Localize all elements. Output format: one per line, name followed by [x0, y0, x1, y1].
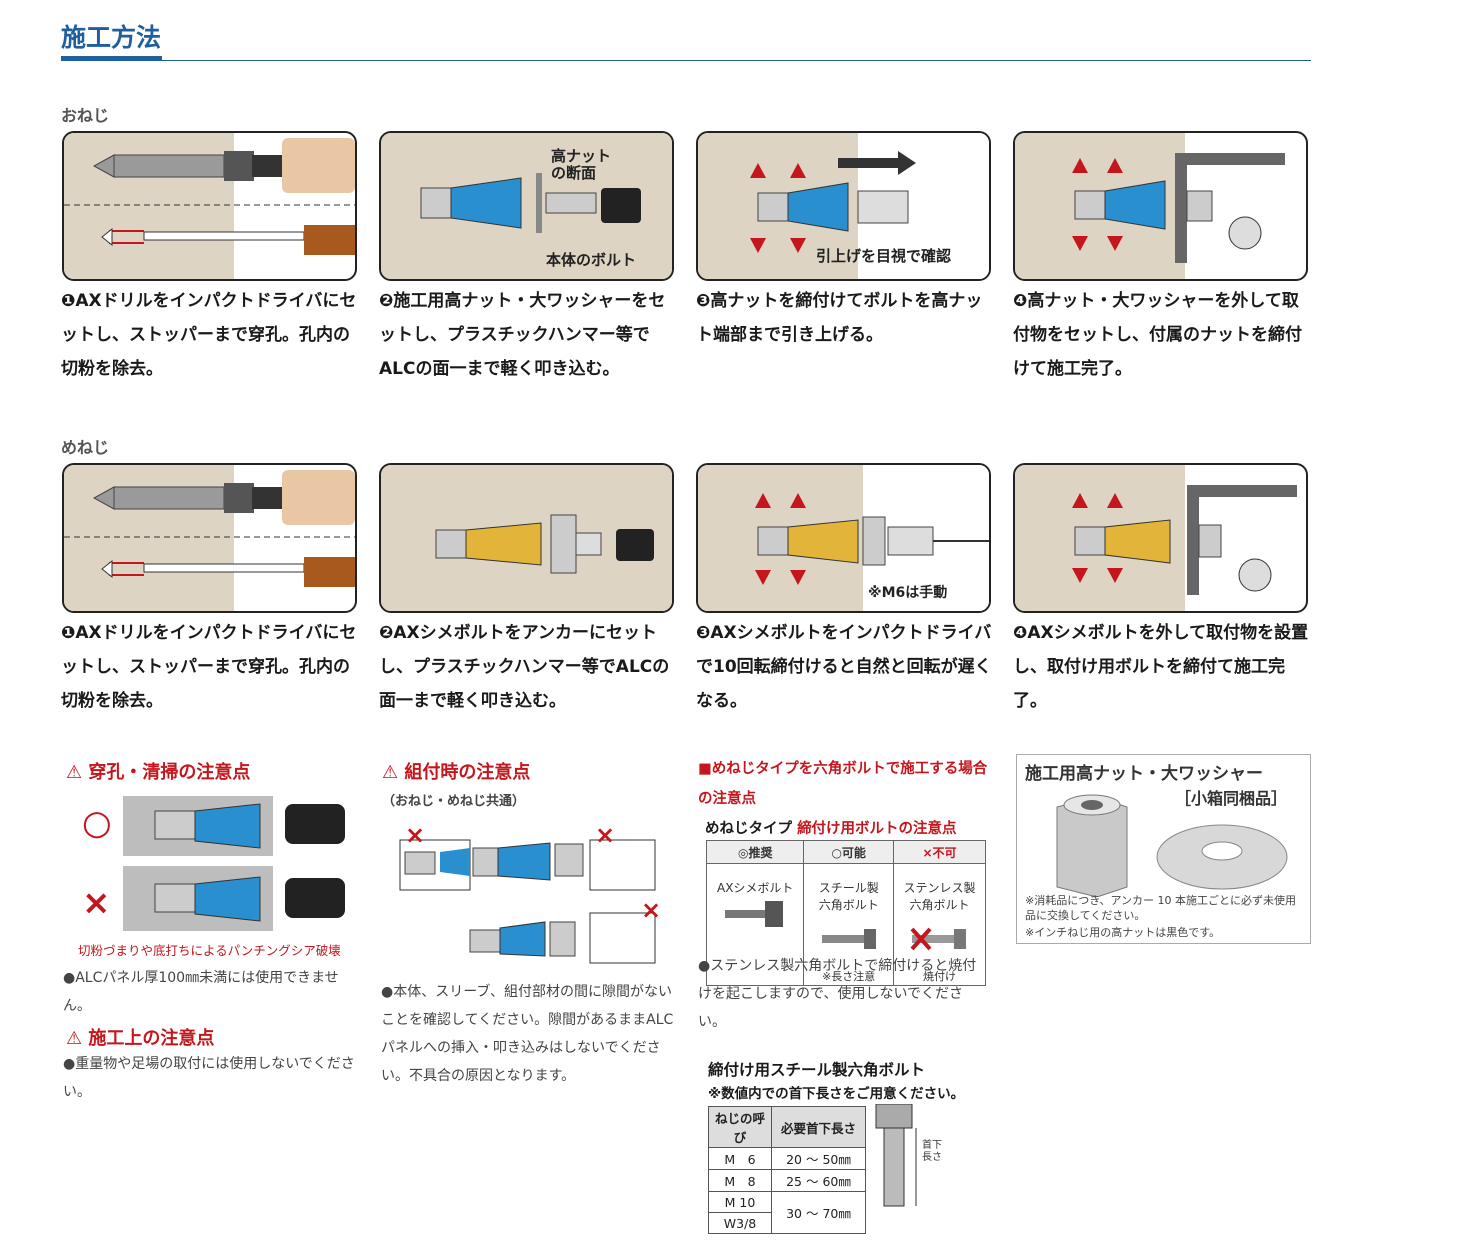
svg-text:×: × — [405, 821, 425, 849]
assembly-subtitle: （おねじ・めねじ共通） — [382, 794, 526, 809]
steel-bolt-subtitle: ※数値内での首下長さをご用意ください。 — [708, 1086, 965, 1102]
warning-icon: ⚠ — [66, 762, 83, 783]
box-note-2: ※インチねじ用の高ナットは黒色です。 — [1025, 926, 1221, 939]
warning-icon: ⚠ — [382, 762, 399, 783]
female-step3-text: ❸AXシメボルトをインパクトドライバで10回転締付けると自然と回転が遅くなる。 — [696, 623, 992, 711]
stainless-bolt-icon — [910, 927, 967, 951]
hex-bolt-diagram — [870, 1103, 950, 1208]
male-step3-illustration: 引上げを目視で確認 — [696, 131, 991, 281]
female-step4-text: ❹AXシメボルトを外して取付物を設置し、取付け用ボルトを締付て施工完了。 — [1013, 623, 1309, 711]
male-step3-text: ❸高ナットを締付けてボルトを高ナット端部まで引き上げる。 — [696, 291, 983, 345]
female-step4-illustration — [1013, 463, 1308, 613]
length-table: ねじの呼び 必要首下長さ M 6 20 ～ 50㎜ M 8 25 ～ 60㎜ M… — [708, 1106, 866, 1234]
female-step2-text: ❷AXシメボルトをアンカーにセットし、プラスチックハンマー等でALCの面一まで軽… — [379, 623, 670, 711]
callout-check: 引上げを目視で確認 — [816, 247, 951, 265]
bolt-cell-steel: スチール製 六角ボルト ※長さ注意 — [803, 863, 894, 986]
neck-length-label: 首下 長さ — [922, 1140, 942, 1163]
steel-bolt-icon — [821, 929, 876, 949]
included-items-box: 施工用高ナット・大ワッシャー ［小箱同梱品］ ※消耗品につき、アンカー 10 本… — [1016, 754, 1311, 944]
female-step2-illustration — [379, 463, 674, 613]
box-subtitle: ［小箱同梱品］ — [1175, 789, 1288, 808]
callout-m6: ※M6は手動 — [868, 584, 947, 601]
male-step4-text: ❹高ナット・大ワッシャーを外して取付物をセットし、付属のナットを締付けて施工完了… — [1013, 291, 1302, 379]
svg-text:×: × — [641, 896, 661, 924]
ax-bolt-icon — [725, 901, 784, 927]
drill-note-text: ●ALCパネル厚100㎜未満には使用できません。 — [63, 970, 339, 1014]
drill-illustration: ○ × — [80, 796, 360, 956]
callout-nut: 高ナットの断面 — [551, 147, 611, 182]
assembly-warning-title: ⚠ 組付時の注意点 — [382, 762, 531, 783]
hex-bolt-title: ■めねじタイプを六角ボルトで施工する場合の注意点 — [698, 761, 988, 807]
warning-icon: ⚠ — [66, 1028, 83, 1049]
female-step1-illustration — [62, 463, 357, 613]
bolt-cell-stainless: ステンレス製 六角ボルト 焼付け — [892, 863, 987, 986]
work-warning-title: ⚠ 施工上の注意点 — [66, 1028, 215, 1049]
male-step2-illustration: 高ナットの断面 本体のボルト — [379, 131, 674, 281]
box-note-1: ※消耗品につき、アンカー 10 本施工ごとに必ず未使用品に交換してください。 — [1025, 894, 1296, 922]
page-title: 施工方法 — [61, 23, 162, 52]
drill-caption: 切粉づまりや底打ちによるパンチングシア破壊 — [78, 943, 341, 958]
hex-note-text: ●ステンレス製六角ボルトで締付けると焼付けを起こしますので、使用しないでください… — [698, 958, 977, 1030]
callout-bolt: 本体のボルト — [546, 251, 636, 269]
bolt-cell-ax: AXシメボルト — [705, 863, 805, 986]
type-label-row: めねじタイプ 締付け用ボルトの注意点 — [705, 821, 957, 837]
assembly-illustration: × × × — [395, 818, 675, 968]
header-not-allowed: ×不可 — [892, 840, 987, 864]
female-step1-text: ❶AXドリルをインパクトドライバにセットし、ストッパーまで穿孔。孔内の切粉を除去… — [61, 623, 357, 711]
header-recommended: ◎推奨 — [705, 840, 805, 864]
ng-mark: × — [82, 883, 111, 923]
header-possible: ○可能 — [803, 840, 894, 864]
male-step1-illustration — [62, 131, 357, 281]
steel-bolt-title: 締付け用スチール製六角ボルト — [708, 1061, 926, 1079]
bolt-suitability-table: ◎推奨 ○可能 ×不可 AXシメボルト スチール製 六角ボルト ※長さ注意 ステ… — [705, 840, 987, 986]
male-step1-text: ❶AXドリルをインパクトドライバにセットし、ストッパーまで穿孔。孔内の切粉を除去… — [61, 291, 357, 379]
male-step2-text: ❷施工用高ナット・大ワッシャーをセットし、プラスチックハンマー等でALCの面一ま… — [379, 291, 666, 379]
assembly-note-text: ●本体、スリーブ、組付部材の間に隙間がないことを確認してください。隙間があるまま… — [381, 984, 674, 1084]
male-step4-illustration — [1013, 131, 1308, 281]
drill-warning-title: ⚠ 穿孔・清掃の注意点 — [66, 762, 251, 783]
svg-text:×: × — [595, 821, 615, 849]
section-label-male: おねじ — [61, 106, 110, 125]
title-underline — [61, 56, 162, 61]
nut-washer-image — [1056, 794, 1288, 897]
work-note-text: ●重量物や足場の取付には使用しないでください。 — [63, 1056, 355, 1100]
section-label-female: めねじ — [61, 438, 110, 457]
title-divider — [61, 60, 1311, 61]
female-step3-illustration: ※M6は手動 — [696, 463, 991, 613]
box-title: 施工用高ナット・大ワッシャー — [1025, 764, 1263, 784]
ok-mark: ○ — [82, 803, 112, 843]
